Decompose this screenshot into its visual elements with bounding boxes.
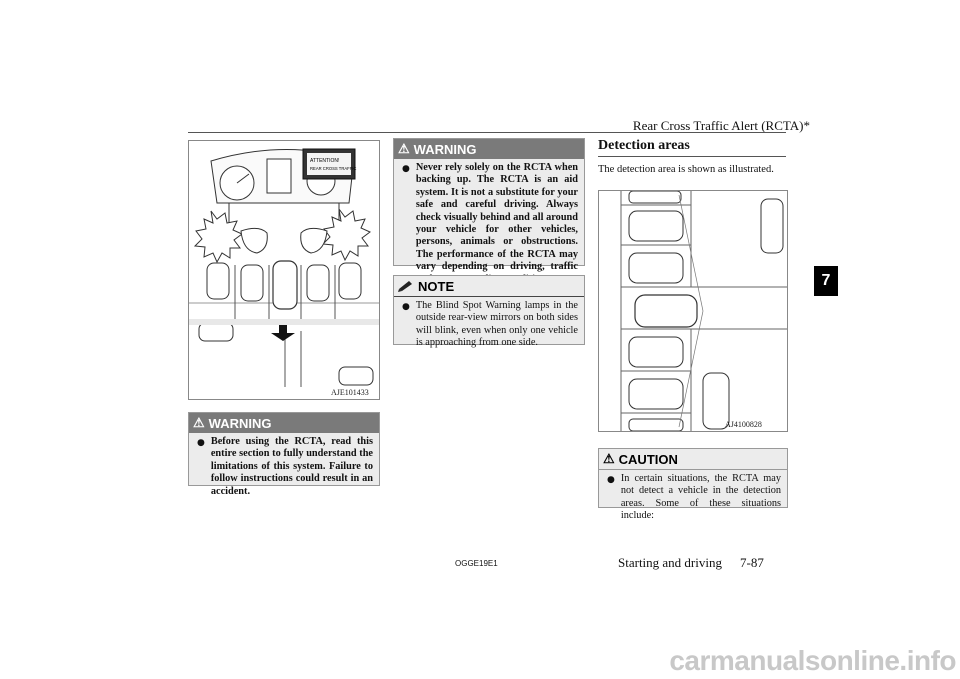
footer-code: OGGE19E1	[455, 559, 498, 568]
bullet-icon: ●	[197, 438, 205, 448]
watermark: carmanualsonline.info	[669, 645, 956, 676]
caution-box: ⚠ CAUTION ● In certain situations, the R…	[598, 448, 788, 521]
page-header-title: Rear Cross Traffic Alert (RCTA)*	[632, 118, 810, 133]
section-title: Detection areas	[598, 138, 690, 153]
warning-heading: ⚠ WARNING	[189, 413, 379, 433]
warning-left-text: Before using the RCTA, read this entire …	[210, 436, 373, 497]
footer-page-number: 7-87	[740, 555, 764, 570]
bullet-icon: ●	[607, 475, 615, 485]
note-text: The Blind Spot Warning lamps in the outs…	[415, 300, 578, 349]
header-rule	[188, 132, 786, 133]
warning-box-left: ⚠ WARNING ● Before using the RCTA, read …	[188, 412, 380, 497]
section-intro: The detection area is shown as illustrat…	[598, 164, 774, 175]
caution-triangle-icon: ⚠	[603, 451, 615, 466]
display-text-line2: REAR CROSS TRAFFIC	[310, 166, 356, 171]
warning-box-middle: ⚠ WARNING ● Never rely solely on the RCT…	[393, 138, 585, 285]
footer-section: Starting and driving	[618, 555, 722, 570]
warning-triangle-icon: ⚠	[193, 415, 205, 430]
figure-rcta-overview: ATTENTION! REAR CROSS TRAFFIC	[188, 140, 380, 400]
left-mirror-warning-icon	[193, 210, 268, 264]
rcta-overview-illustration: ATTENTION! REAR CROSS TRAFFIC	[189, 148, 379, 387]
figure-detection-areas: AJ4100828	[598, 190, 788, 432]
note-heading: NOTE	[394, 276, 584, 297]
bullet-icon: ●	[402, 302, 410, 312]
caution-text: In certain situations, the RCTA may not …	[620, 473, 781, 522]
section-rule	[598, 156, 786, 157]
reverse-arrow-icon	[271, 321, 295, 341]
note-pen-icon	[398, 281, 412, 292]
detection-areas-illustration	[599, 191, 787, 431]
warning-triangle-icon: ⚠	[398, 141, 410, 156]
display-text-line1: ATTENTION!	[310, 158, 339, 164]
warning-heading: ⚠ WARNING	[394, 139, 584, 159]
figure-id: AJE101433	[331, 388, 369, 397]
note-box: NOTE ● The Blind Spot Warning lamps in t…	[393, 275, 585, 348]
chapter-tab: 7	[814, 266, 838, 296]
figure-id: AJ4100828	[725, 420, 762, 429]
right-mirror-warning-icon	[300, 208, 371, 262]
warning-middle-text: Never rely solely on the RCTA when backi…	[415, 162, 578, 285]
bullet-icon: ●	[402, 164, 410, 174]
caution-heading: ⚠ CAUTION	[599, 449, 787, 470]
